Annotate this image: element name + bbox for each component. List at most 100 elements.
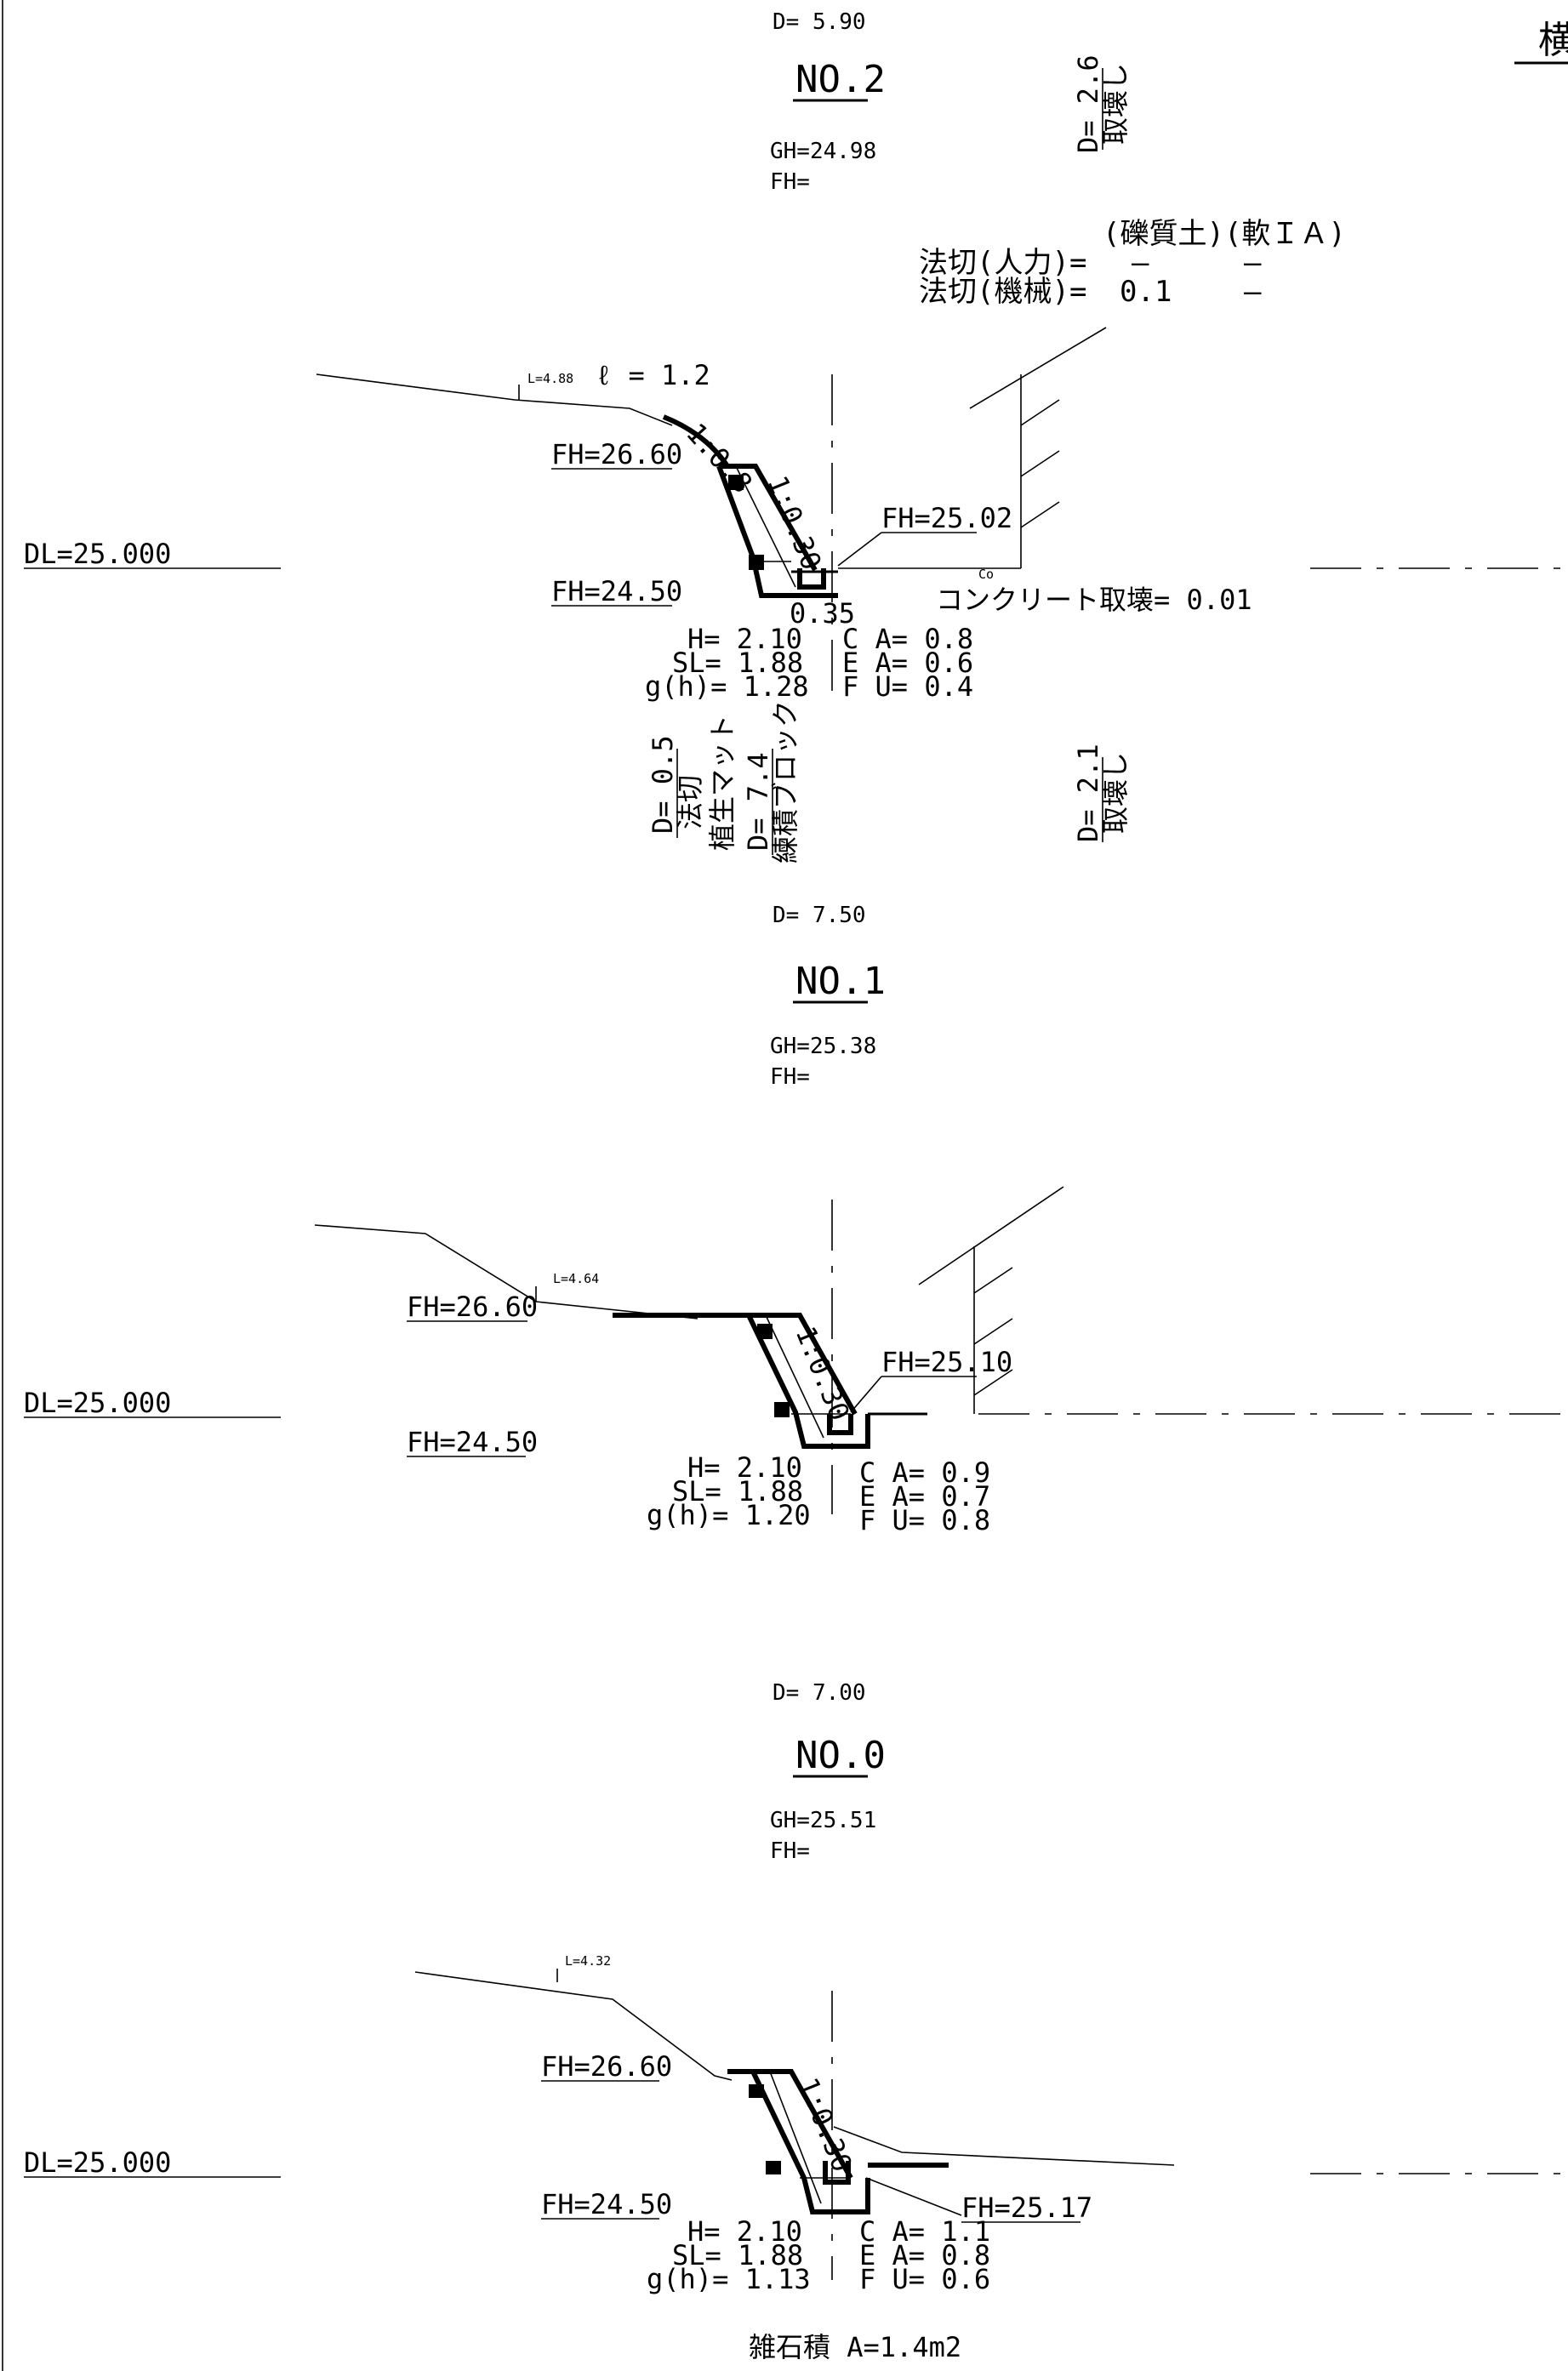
fh-right-leader [837, 532, 882, 567]
weep-hole-2 [774, 1402, 790, 1417]
cut-row-manual-value-2: — [1244, 246, 1262, 280]
section-no0-fh-lower: FH=24.50 [541, 2188, 672, 2220]
section-no2-slope-length: L=4.88 [527, 371, 573, 386]
vnote-cut-distance: D= 0.5 [647, 735, 679, 834]
dim-sl: SL= 1.88 [672, 1475, 803, 1508]
area-fu: F U= 0.8 [859, 1504, 990, 1536]
section-no0-slope-ratio-wall: 1:0.30 [792, 2073, 859, 2176]
section-no1-fh-right: FH=25.10 [881, 1346, 1012, 1378]
area-ca: C A= 0.8 [842, 623, 973, 655]
section-no2-bottom-vertical-notes: D= 0.5 法切 植生マット D= 7.4 練積ブロック D= 2.1 取壊し [647, 700, 1132, 863]
section-no2-dimension-block: H= 2.10 SL= 1.88 g(h)= 1.28 C A= 0.8 E A… [645, 623, 973, 703]
cut-row-machine-label: 法切(機械)= [919, 275, 1086, 309]
section-no0-datum-label: DL=25.000 [24, 2146, 171, 2179]
area-fu: F U= 0.4 [842, 670, 973, 703]
section-no1-formation-height: FH= [770, 1064, 810, 1090]
side-ditch [823, 2161, 851, 2185]
vertical-note-label: 取壊し [1099, 63, 1132, 145]
cut-table-header: (礫質土)(軟ＩＡ) [1103, 217, 1346, 251]
weep-hole-2 [766, 2161, 781, 2174]
section-no0-formation-height: FH= [770, 1838, 810, 1864]
side-ditch [827, 1414, 853, 1435]
dim-sl: SL= 1.88 [672, 647, 803, 679]
section-no0-fh-right: FH=25.17 [961, 2191, 1092, 2224]
section-no1-dimension-block: H= 2.10 SL= 1.88 g(h)= 1.20 C A= 0.9 E A… [647, 1451, 990, 1536]
section-no1-ground-line [314, 1224, 698, 1319]
section-no0-fh-upper: FH=26.60 [541, 2050, 672, 2083]
section-no2-fh-right: FH=25.02 [881, 502, 1012, 534]
dim-h: H= 2.10 [687, 2215, 802, 2248]
section-no0-masonry-area: 雑石積 A=1.4m2 [749, 2331, 961, 2363]
section-no2-formation-height: FH= [770, 169, 810, 195]
area-fu: F U= 0.6 [859, 2263, 990, 2295]
vnote-removal-distance: D= 2.1 [1072, 744, 1104, 842]
weep-hole-1 [749, 2084, 764, 2098]
cut-row-machine-value-1: 0.1 [1120, 275, 1172, 309]
section-no0: D= 7.00 NO.0 GH=25.51 FH= DL=25.000 L=4.… [24, 1680, 1568, 2363]
section-no0-ground-line [414, 1971, 733, 2081]
section-no2-top-vertical-note: D= 2.6 取壊し [1072, 54, 1132, 153]
dim-gh: g(h)= 1.13 [647, 2263, 811, 2295]
dim-sl: SL= 1.88 [672, 2239, 803, 2271]
section-no1-ground-height: GH=25.38 [770, 1034, 876, 1059]
section-no0-slope-length: L=4.32 [565, 1953, 611, 1969]
weep-hole-2 [749, 555, 764, 570]
section-no2-ell: ℓ = 1.2 [596, 359, 710, 391]
section-no2: D= 5.90 NO.2 GH=24.98 FH= D= 2.6 取壊し (礫質… [24, 9, 1568, 863]
sheet-title-fragment: 横 [1538, 19, 1568, 62]
section-no2-existing-wall [969, 327, 1107, 568]
dim-gh: g(h)= 1.20 [647, 1499, 811, 1531]
section-no1-fh-upper: FH=26.60 [407, 1291, 538, 1323]
vertical-note-distance: D= 2.6 [1072, 54, 1104, 153]
section-no1-datum-label: DL=25.000 [24, 1387, 171, 1419]
section-no2-cut-table: (礫質土)(軟ＩＡ) 法切(人力)= — — 法切(機械)= 0.1 — [919, 217, 1346, 309]
section-no0-ground-line-right [833, 2126, 1175, 2166]
section-no2-co-mark: Co [978, 567, 994, 582]
dim-h: H= 2.10 [687, 1451, 802, 1484]
section-no2-block-wall [716, 464, 838, 598]
section-no1-distance: D= 7.50 [773, 903, 866, 928]
section-no0-block-wall [727, 2069, 949, 2214]
weep-hole-1 [757, 1324, 773, 1339]
cut-row-manual-label: 法切(人力)= [919, 246, 1086, 280]
section-no2-concrete-removal: コンクリート取壊= 0.01 [936, 584, 1252, 616]
section-no2-title: NO.2 [795, 58, 886, 101]
dim-h: H= 2.10 [687, 623, 802, 655]
area-ea: E A= 0.6 [842, 647, 973, 679]
section-no2-slope-ratio-wall: 1:0.30 [761, 471, 829, 574]
section-no2-fh-upper: FH=26.60 [551, 438, 682, 470]
section-no2-cut-slope [662, 414, 730, 468]
side-ditch [797, 568, 826, 590]
section-no1-existing-wall [918, 1186, 1064, 1414]
section-no2-ground-line [316, 373, 673, 426]
section-no2-distance: D= 5.90 [773, 9, 866, 35]
section-no2-datum-label: DL=25.000 [24, 538, 171, 570]
section-no0-distance: D= 7.00 [773, 1680, 866, 1706]
section-no2-width-035: 0.35 [790, 597, 855, 630]
cut-row-machine-value-2: — [1244, 275, 1262, 309]
area-ea: E A= 0.7 [859, 1480, 990, 1513]
area-ca: C A= 1.1 [859, 2215, 990, 2248]
section-no1-title: NO.1 [795, 960, 886, 1003]
section-no0-dimension-block: H= 2.10 SL= 1.88 g(h)= 1.13 C A= 1.1 E A… [647, 2215, 990, 2295]
vnote-block-distance: D= 7.4 [742, 752, 774, 851]
section-no2-ground-height: GH=24.98 [770, 139, 876, 164]
section-no1-fh-lower: FH=24.50 [407, 1426, 538, 1458]
vnote-veg-mat-label: 植生マット [706, 715, 738, 851]
section-no1-slope-ratio-wall: 1:0.30 [790, 1322, 857, 1425]
section-no2-fh-lower: FH=24.50 [551, 575, 682, 607]
cut-row-manual-value-1: — [1132, 246, 1149, 280]
weep-hole-1 [728, 475, 744, 490]
section-no1-slope-length: L=4.64 [553, 1271, 599, 1286]
area-ca: C A= 0.9 [859, 1456, 990, 1489]
section-no1: D= 7.50 NO.1 GH=25.38 FH= DL=25.000 L=4.… [24, 903, 1568, 1536]
section-no0-ground-height: GH=25.51 [770, 1808, 876, 1833]
vnote-block-label: 練積ブロック [769, 700, 801, 863]
dim-gh: g(h)= 1.28 [645, 670, 809, 703]
section-no1-block-wall [613, 1313, 870, 1449]
section-no0-title: NO.0 [795, 1734, 886, 1777]
vnote-cut-label: 法切 [674, 775, 706, 829]
vnote-removal-label: 取壊し [1099, 752, 1132, 834]
area-ea: E A= 0.8 [859, 2239, 990, 2271]
